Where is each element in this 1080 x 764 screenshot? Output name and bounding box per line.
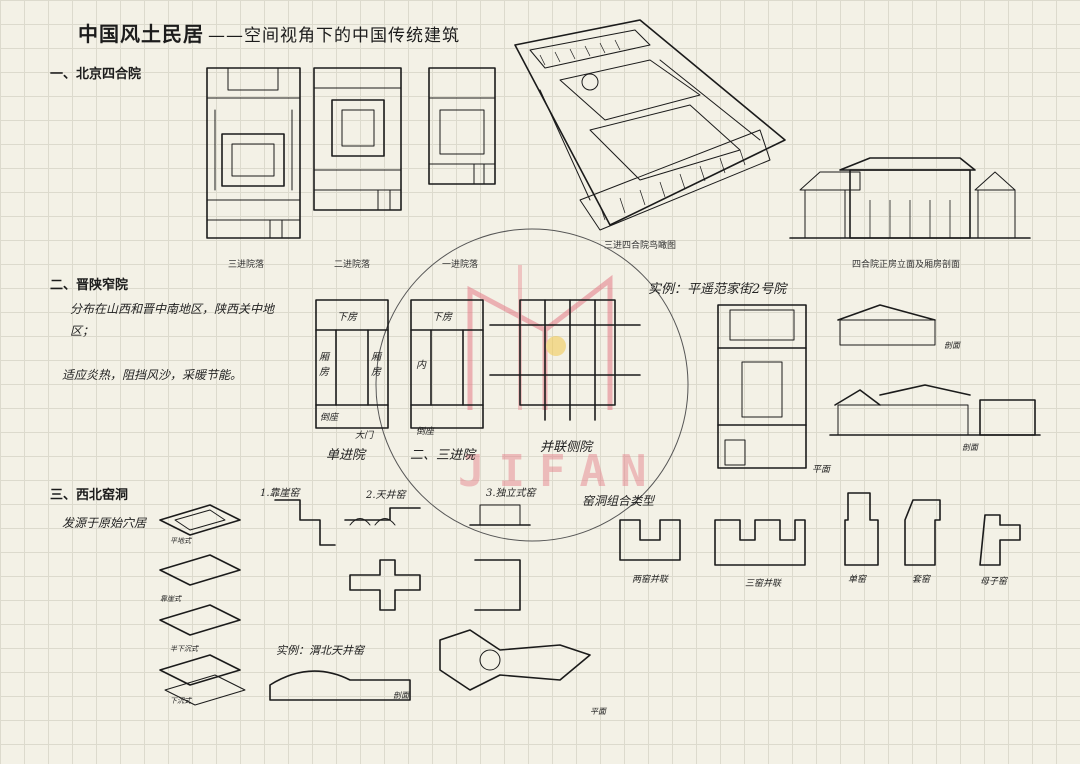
plan-label-pit: 平面 [590,707,606,716]
room-label-top: 下房 [337,312,357,323]
xibei-description: 发源于原始穴居 [62,516,147,530]
half-sunken-label: 半下沉式 [170,645,198,653]
pit-yao-label: 2.天井窑 [366,490,406,501]
plan-label-pingyao: 平面 [812,465,831,475]
yao-combo-types [619,492,1021,566]
plan-multi-courtyard [410,299,484,429]
page-title: 中国风土民居——空间视角下的中国传统建筑 [78,18,460,47]
caption-aerial: 三进四合院鸟瞰图 [604,241,677,251]
combo-types-label: 窑洞组合类型 [582,494,655,508]
single-yao-label: 单窑 [848,575,867,585]
section-label-pit: 剖面 [393,691,409,700]
room-label-top-2: 下房 [432,312,452,323]
corner-yao-label: 套窑 [912,575,931,585]
combo-yao-label: 母子窑 [980,577,1008,587]
side-courtyard-label: 并联侧院 [540,440,593,455]
aerial-view [514,19,786,231]
caption-elevation: 四合院正房立面及厢房剖面 [852,260,961,270]
section-beijing: 一、北京四合院 [50,67,142,82]
section-jinshaan: 二、晋陕窄院 [50,278,129,293]
room-label-right: 厢房 [371,352,381,378]
section-label-pingyao-2: 剖面 [962,443,978,452]
hoop-yao-label: 3.独立式窑 [486,488,536,499]
sunken-label: 下沉式 [170,697,191,705]
xibei-sections [269,499,591,701]
highlight-circle [375,228,689,542]
title-main: 中国风土民居 [78,22,204,46]
caption-two-courtyard: 二进院落 [334,260,371,270]
sloped-label: 靠崖式 [160,595,181,603]
plan-one-courtyard [428,67,496,185]
title-sub: ——空间视角下的中国传统建筑 [208,26,460,46]
section-label-pingyao-1: 剖面 [944,341,960,350]
watermark-text: JIFAN [458,446,661,497]
room-label-left: 厢房 [319,352,329,378]
three-in-line-label: 三窑并联 [745,579,782,589]
caption-three-courtyard: 三进院落 [228,260,265,270]
multi-courtyard-label: 二、三进院 [410,448,476,463]
plan-three-courtyard [206,67,301,239]
two-in-line-label: 两窑并联 [632,575,669,585]
cliff-yao-label: 1.靠崖窑 [260,488,300,499]
jinshaan-description: 分布在山西和晋中南地区，陕西关中地区； [70,302,275,338]
xibei-3d-sketches [159,504,246,706]
jinshaan-description-2: 适应炎热，阻挡风沙，采暖节能。 [62,368,243,382]
single-courtyard-label: 单进院 [326,448,366,463]
plan-single-courtyard [315,299,389,429]
plan-side-courtyard [489,299,641,421]
elevation-drawing [789,157,1031,239]
door-label: 大门 [355,431,374,441]
plan-two-courtyard [313,67,402,211]
example-pingyao: 实例：平遥范家街2号院 [648,282,787,297]
section-pingyao [829,304,1041,436]
caption-one-courtyard: 一进院落 [442,260,479,270]
room-label-bottom: 倒座 [320,413,339,423]
plan-pingyao [717,304,807,469]
example-pit-label: 实例：渭北天井窑 [276,644,364,657]
section-xibei: 三、西北窑洞 [50,488,129,503]
room-label-bottom-2: 倒座 [416,427,435,437]
flat-kind-label: 平地式 [170,537,191,545]
room-label-inner: 内 [416,360,426,371]
